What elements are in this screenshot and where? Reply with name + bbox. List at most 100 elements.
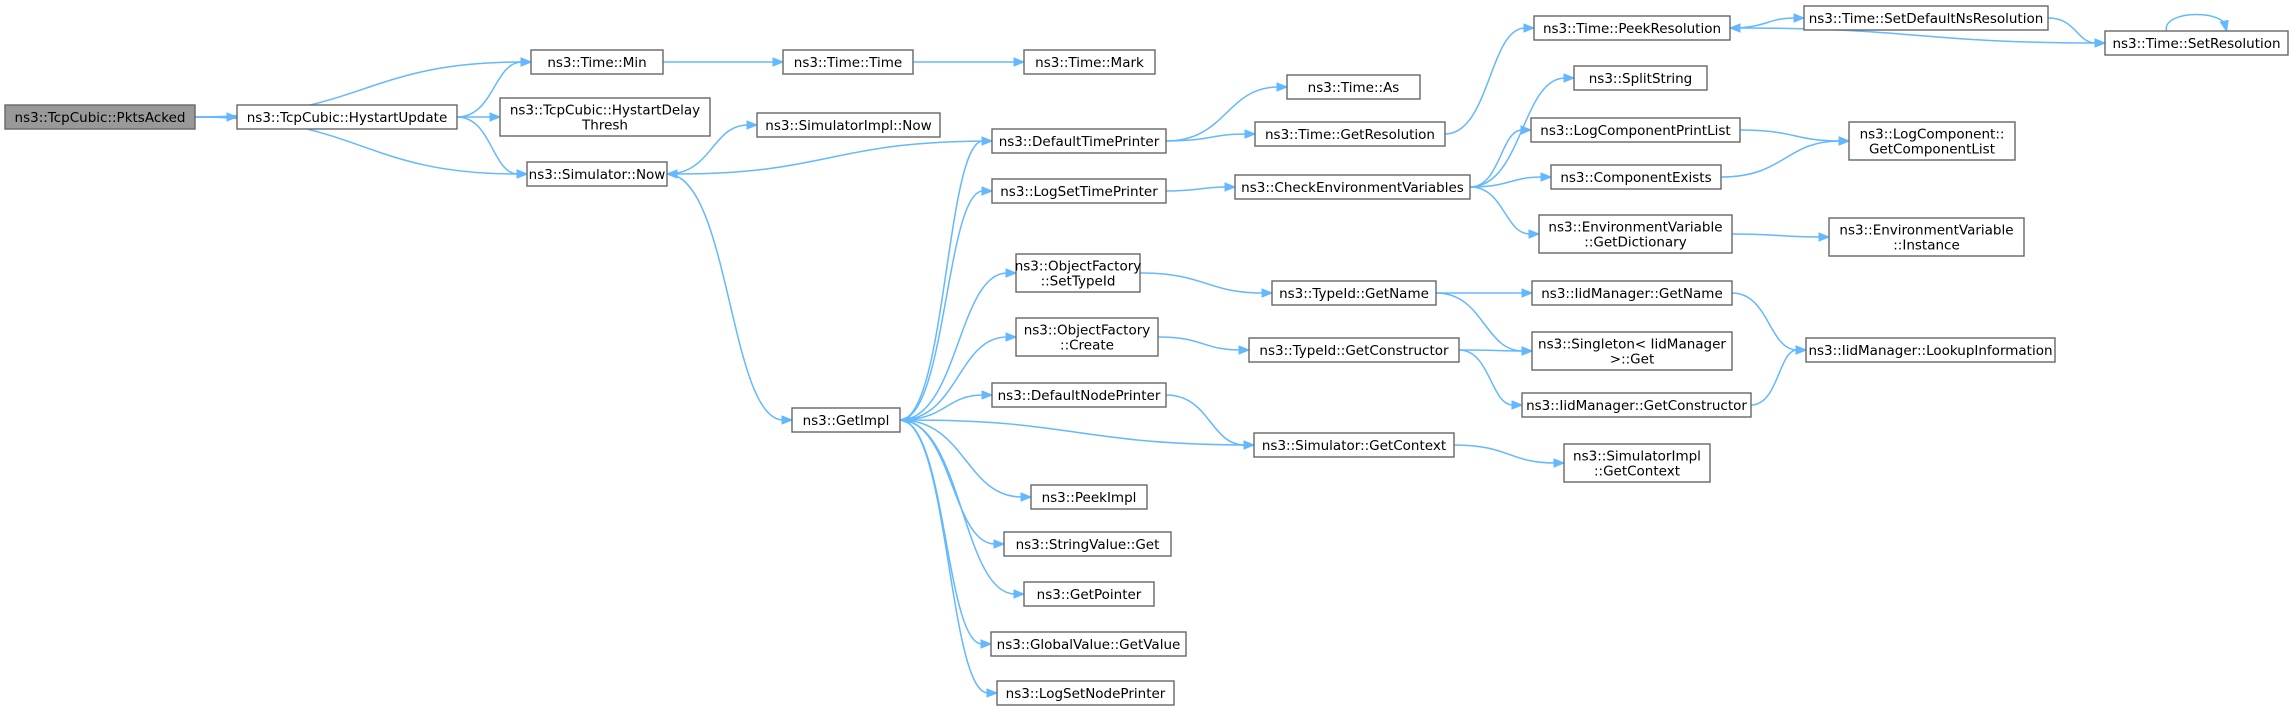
node-box [530,49,664,75]
node-envvargetdictionary[interactable]: ns3::EnvironmentVariable::GetDictionary [1538,214,1733,254]
node-timeas[interactable]: ns3::Time::As [1286,74,1421,100]
node-hystartupdate[interactable]: ns3::TcpCubic::HystartUpdate [236,104,458,130]
edge-arrowhead [772,57,785,67]
node-defaultnodeprinter[interactable]: ns3::DefaultNodePrinter [991,382,1167,408]
node-globalvaluegetvalue[interactable]: ns3::GlobalValue::GetValue [990,631,1187,657]
edge-arrowhead [1243,440,1256,450]
call-edge [1469,176,1543,188]
node-logcomponentprintlist[interactable]: ns3::LogComponentPrintList [1530,117,1741,143]
call-edge [908,419,1255,446]
node-peekimpl[interactable]: ns3::PeekImpl [1030,484,1148,510]
call-edge [1165,133,1247,142]
node-pktsacked[interactable]: ns3::TcpCubic::PktsAcked [4,104,196,130]
node-simgetcontext[interactable]: ns3::Simulator::GetContext [1253,432,1455,458]
node-box [1533,15,1731,41]
edge-arrowhead [2219,19,2229,33]
edge-arrowhead [1521,288,1534,298]
node-logcompgetlist[interactable]: ns3::LogComponent::GetComponentList [1848,121,2016,161]
node-iidgetconstructor[interactable]: ns3::IidManager::GetConstructor [1521,392,1752,418]
edge-arrowhead [1224,182,1237,192]
node-box [1015,253,1141,293]
node-label: ::Create [1060,338,1114,354]
call-edge [1458,349,1524,352]
node-checkenvvars[interactable]: ns3::CheckEnvironmentVariables [1234,174,1471,200]
node-box [1271,280,1437,306]
call-edge [1738,27,2106,44]
node-logsetnodeprinter[interactable]: ns3::LogSetNodePrinter [996,680,1175,706]
node-timegetresolution[interactable]: ns3::Time::GetResolution [1254,121,1446,147]
call-edge [1720,140,1841,178]
edge-arrowhead [993,539,1006,549]
node-label: ns3::CheckEnvironmentVariables [1241,180,1464,196]
call-edge [1458,349,1514,406]
node-box [991,178,1167,204]
node-singletonget[interactable]: ns3::Singleton< IidManager >::Get [1531,331,1733,371]
node-box [1538,214,1733,254]
node-simimplgetcontext[interactable]: ns3::SimulatorImpl::GetContext [1563,443,1711,483]
node-box [1254,121,1446,147]
node-label: ns3::GlobalValue::GetValue [997,637,1181,653]
edge-arrowhead [1005,332,1018,342]
node-timetime[interactable]: ns3::Time::Time [782,49,914,75]
node-ofcreate[interactable]: ns3::ObjectFactory::Create [1015,317,1159,357]
node-label: ns3::Time::Min [547,55,646,71]
edge-arrowhead [516,169,529,179]
node-timesetdefaultns[interactable]: ns3::Time::SetDefaultNsResolution [1803,5,2049,31]
node-label: ns3::Time::Time [794,55,902,71]
node-splitstring[interactable]: ns3::SplitString [1573,65,1708,91]
node-label: ns3::TcpCubic::PktsAcked [15,110,186,126]
call-edge [1731,233,1821,238]
node-timesetresolution[interactable]: ns3::Time::SetResolution [2104,30,2289,56]
call-edge [1165,86,1279,142]
edge-arrowhead [1528,229,1541,239]
edge-arrowhead [981,136,994,146]
edge-arrowhead [1521,346,1534,356]
node-label: ::GetDictionary [1584,235,1686,251]
node-getimpl[interactable]: ns3::GetImpl [791,407,901,433]
node-label: ns3::SimulatorImpl [1573,449,1701,465]
node-timepeekresolution[interactable]: ns3::Time::PeekResolution [1533,15,1731,41]
call-edge [1731,292,1798,351]
edge-arrowhead [980,639,993,649]
node-box [1023,49,1156,75]
node-timemark[interactable]: ns3::Time::Mark [1023,49,1156,75]
node-label: Thresh [581,118,628,134]
node-label: ns3::IidManager::GetName [1541,286,1723,302]
node-logsettimeprinter[interactable]: ns3::LogSetTimePrinter [991,178,1167,204]
node-box [1805,337,2056,363]
node-label: ns3::IidManager::GetConstructor [1526,398,1747,414]
node-label: ns3::TcpCubic::HystartDelay [510,103,700,119]
node-simulatornow[interactable]: ns3::Simulator::Now [526,161,668,187]
edge-arrowhead [898,415,911,425]
node-defaulttimeprinter[interactable]: ns3::DefaultTimePrinter [991,128,1167,154]
call-edge [1139,272,1264,294]
node-box [1531,280,1733,306]
node-typeidgetname[interactable]: ns3::TypeId::GetName [1271,280,1437,306]
node-getpointer[interactable]: ns3::GetPointer [1023,581,1155,607]
node-box [1530,117,1741,143]
node-box [4,104,196,130]
node-typeidgetconstructor[interactable]: ns3::TypeId::GetConstructor [1248,337,1460,363]
node-label: ns3::LogSetTimePrinter [1000,184,1158,200]
edge-arrowhead [1261,288,1274,298]
node-componentexists[interactable]: ns3::ComponentExists [1550,164,1722,190]
node-box [990,631,1187,657]
node-label: ns3::Time::PeekResolution [1543,21,1721,37]
node-label: ns3::SimulatorImpl::Now [765,118,931,134]
node-box [236,104,458,130]
edge-arrowhead [1276,82,1289,92]
node-envvarinstance[interactable]: ns3::EnvironmentVariable::Instance [1828,217,2025,257]
node-ofsettypeid[interactable]: ns3::ObjectFactory::SetTypeId [1015,253,1142,293]
node-iidlookup[interactable]: ns3::IidManager::LookupInformation [1805,337,2056,363]
node-iidgetname[interactable]: ns3::IidManager::GetName [1531,280,1733,306]
node-simimplnow[interactable]: ns3::SimulatorImpl::Now [756,112,941,138]
node-timemin[interactable]: ns3::Time::Min [530,49,664,75]
edge-arrowhead [1005,268,1018,278]
call-edge [675,140,993,175]
node-box [782,49,914,75]
node-label: ns3::TypeId::GetConstructor [1259,343,1449,359]
node-label: ns3::GetImpl [803,413,890,429]
node-box [499,97,711,137]
node-stringvalueget[interactable]: ns3::StringValue::Get [1003,531,1172,557]
